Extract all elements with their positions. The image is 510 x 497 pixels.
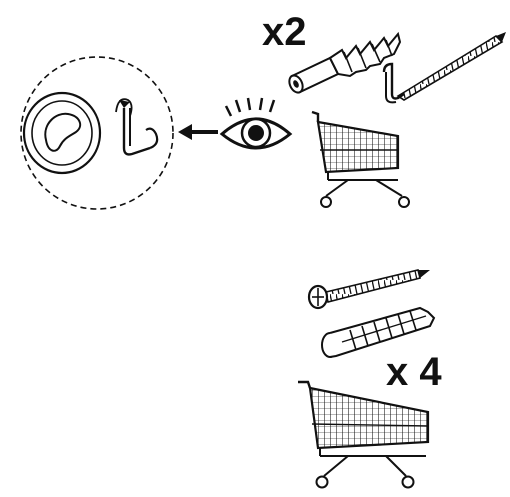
detail-callout — [20, 56, 174, 210]
eye-icon — [219, 97, 293, 150]
hook-icon — [115, 98, 159, 156]
screw-icon — [307, 269, 430, 310]
top-quantity-label: x2 — [262, 10, 307, 54]
shopping-cart-icon — [311, 110, 410, 208]
round-mirror-icon — [22, 91, 102, 175]
bottom-wall-plug-icon — [321, 306, 436, 358]
dashed-detail-circle — [20, 56, 174, 210]
shopping-cart-icon — [298, 380, 430, 489]
arrow-left-icon — [178, 124, 218, 140]
top-wall-plug-icon — [288, 31, 402, 94]
l-hook-screw-icon — [382, 32, 506, 104]
bottom-quantity-label: x 4 — [386, 350, 442, 394]
